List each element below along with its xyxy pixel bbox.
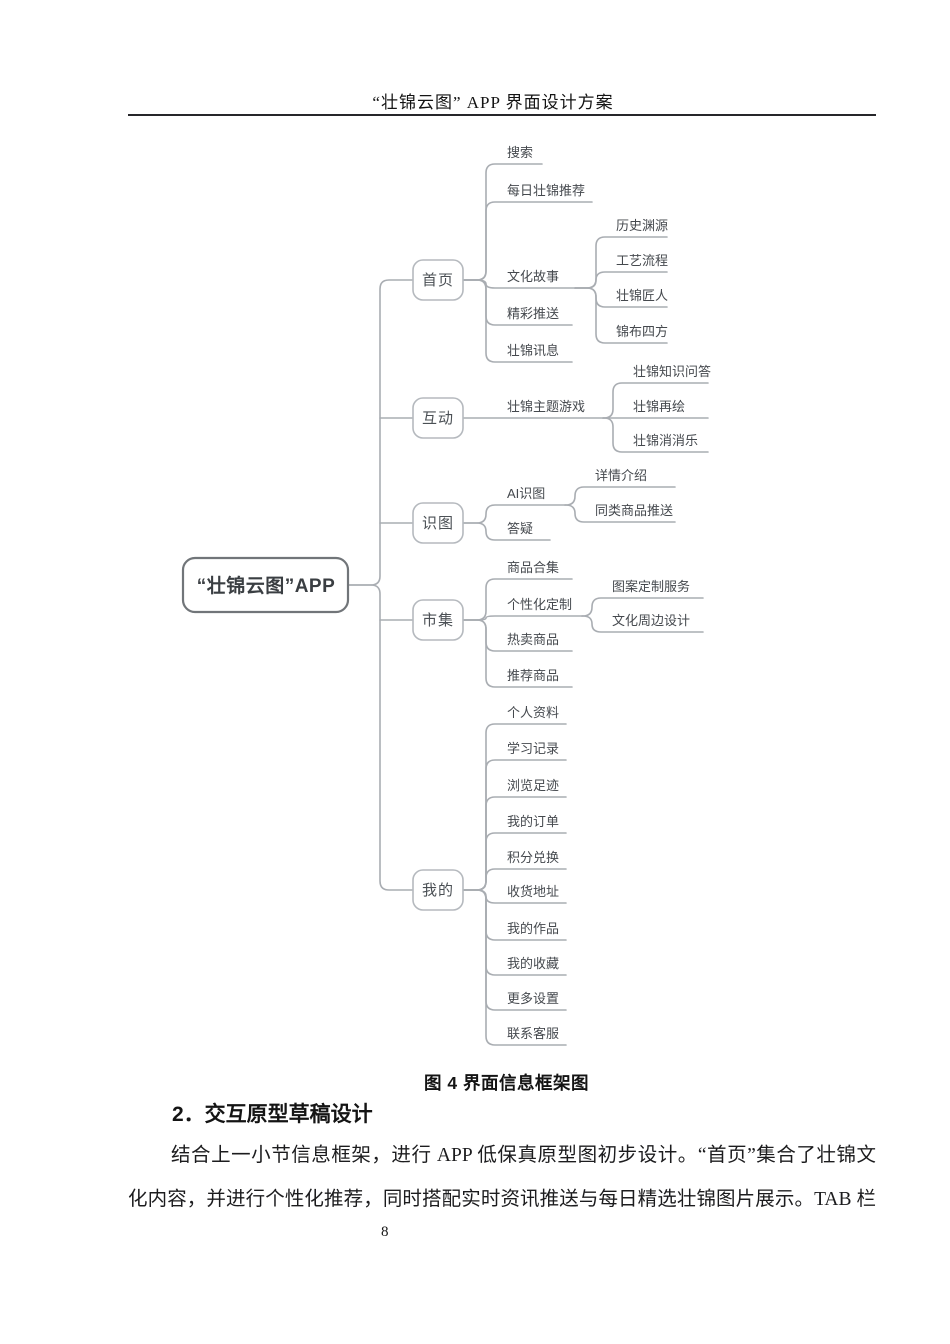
mindmap-node-brocade-news: 壮锦讯息 [507, 343, 559, 358]
mindmap-box-home [412, 259, 464, 301]
header-divider [128, 114, 876, 116]
connector-line [581, 615, 704, 633]
mindmap-node-brocade-theme-game: 壮锦主题游戏 [507, 399, 585, 414]
mindmap-boxes [181, 259, 464, 911]
connector-line [462, 889, 567, 1046]
mindmap-node-study-record: 学习记录 [507, 741, 559, 756]
mindmap-node-detail-intro: 详情介绍 [595, 468, 647, 483]
mindmap-node-ai-image-recognition: AI识图 [507, 486, 545, 501]
connector-line [462, 163, 543, 281]
mindmap-node-profile: 我的 [422, 882, 454, 899]
mindmap-node-recommended-goods: 推荐商品 [507, 668, 559, 683]
connector-line [574, 271, 668, 289]
paragraph-line: 结合上一小节信息框架，进行 APP 低保真原型图初步设计。“首页”集合了壮锦文 [171, 1145, 876, 1166]
mindmap-node-home: 首页 [422, 272, 454, 289]
mindmap-node-search: 搜索 [507, 145, 533, 160]
mindmap-node-personal-info: 个人资料 [507, 705, 559, 720]
mindmap-box-marketplace [412, 599, 464, 641]
body-paragraph: 结合上一小节信息框架，进行 APP 低保真原型图初步设计。“首页”集合了壮锦文 … [128, 1134, 876, 1222]
mindmap-node-highlight-push: 精彩推送 [507, 306, 559, 321]
mindmap-box-image-recognition [412, 502, 464, 544]
mindmap-node-contact-service: 联系客服 [507, 1026, 559, 1041]
mindmap-root-node: “壮锦云图”APP [197, 574, 336, 597]
mindmap-node-interaction: 互动 [422, 410, 454, 427]
mindmap-node-brocade-four-directions: 锦布四方 [616, 324, 668, 339]
mindmap-connectors [347, 163, 709, 1046]
mindmap-node-goods-collection: 商品合集 [507, 560, 559, 575]
mindmap-root-box [181, 556, 350, 614]
mindmap-node-my-orders: 我的订单 [507, 814, 559, 829]
mindmap-node-question-answer: 答疑 [507, 521, 533, 536]
page-number: 8 [381, 1224, 389, 1240]
connector-line [564, 504, 676, 523]
mindmap-node-image-recognition: 识图 [422, 515, 454, 532]
connector-line [462, 279, 573, 363]
mindmap-node-personalized-custom: 个性化定制 [507, 597, 572, 612]
mindmap-box-profile [412, 869, 464, 911]
mindmap-node-similar-goods-push: 同类商品推送 [595, 503, 673, 518]
mindmap-node-more-settings: 更多设置 [507, 991, 559, 1006]
mindmap-node-shipping-address: 收货地址 [507, 884, 559, 899]
mindmap-node-brocade-craftsman: 壮锦匠人 [616, 288, 668, 303]
connector-line [462, 615, 583, 621]
connector-line [462, 796, 567, 891]
connector-line [347, 279, 414, 586]
mindmap-node-brocade-redraw: 壮锦再绘 [633, 399, 685, 414]
mindmap-box-interaction [412, 397, 464, 439]
page-header-title: “壮锦云图” APP 界面设计方案 [372, 93, 614, 112]
mindmap-node-craft-process: 工艺流程 [616, 253, 668, 268]
mindmap-node-my-collection: 我的收藏 [507, 956, 559, 971]
mindmap-node-history-origin: 历史渊源 [616, 218, 668, 233]
mindmap-node-browse-history: 浏览足迹 [507, 778, 559, 793]
mindmap-node-pattern-custom-service: 图案定制服务 [612, 579, 690, 594]
connector-line [462, 522, 551, 541]
mindmap-node-points-exchange: 积分兑换 [507, 850, 559, 865]
mindmap-node-daily-brocade-recommend: 每日壮锦推荐 [507, 183, 585, 198]
connector-line [574, 287, 668, 344]
section-heading: 2．交互原型草稿设计 [172, 1103, 373, 1126]
connector-line [462, 619, 573, 688]
mindmap-node-marketplace: 市集 [422, 612, 454, 629]
figure-caption: 图 4 界面信息框架图 [424, 1073, 589, 1093]
paragraph-line: 化内容，并进行个性化推荐，同时搭配实时资讯推送与每日精选壮锦图片展示。TAB 栏 [128, 1189, 876, 1210]
connector-line [347, 584, 414, 891]
mindmap-node-brocade-knowledge-quiz: 壮锦知识问答 [633, 364, 711, 379]
connector-line [602, 417, 709, 453]
mindmap-node-my-works: 我的作品 [507, 921, 559, 936]
connector-line [462, 868, 567, 891]
mindmap-node-hot-goods: 热卖商品 [507, 632, 559, 647]
mindmap-node-culture-story: 文化故事 [507, 269, 559, 284]
mindmap-node-culture-peripheral-design: 文化周边设计 [612, 613, 690, 628]
mindmap-node-brocade-match-game: 壮锦消消乐 [633, 433, 698, 448]
